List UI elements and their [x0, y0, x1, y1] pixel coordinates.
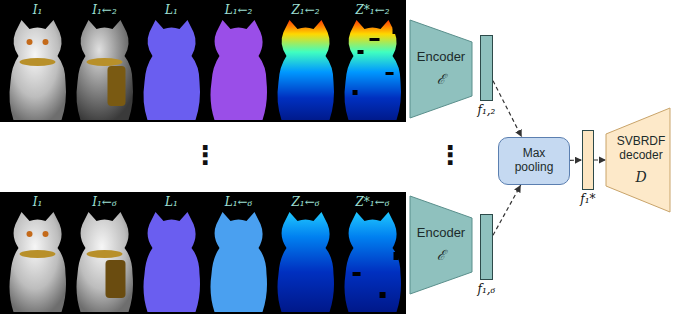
vector-label: f₁* [580, 192, 595, 206]
image-label: I₁←₂ [92, 3, 116, 17]
image-label: Z₁←₂ [291, 3, 319, 17]
encoder-trapezoid [410, 20, 472, 118]
image-label: L₁←₂ [225, 3, 253, 17]
encoder-block: Encoderℰ [410, 196, 472, 294]
image-label: L₁ [165, 195, 178, 209]
image-label: Z₁←₆ [291, 195, 319, 209]
node-body: SVBRDF decoderD [606, 108, 670, 212]
pooling-box: Max pooling [498, 137, 570, 185]
image-label: L₁ [165, 3, 178, 17]
dashed-arrow [493, 81, 522, 137]
dashed-arrow [594, 159, 606, 160]
symbol-label: ℰ [437, 247, 445, 263]
dashed-arrow [493, 185, 521, 235]
image-label: I₁←₆ [92, 195, 116, 209]
image-label: Z*₁←₆ [355, 195, 389, 209]
image-label: L₁←₆ [225, 195, 253, 209]
vector-label: f₁,₂ [478, 103, 496, 117]
node-body: Encoderℰ [410, 20, 472, 118]
node-body: Max pooling [499, 138, 569, 184]
dashed-arrow [570, 160, 582, 161]
symbol-label: D [635, 169, 646, 185]
block-label: SVBRDF decoder [613, 135, 669, 163]
image-label: Z*₁←₂ [355, 3, 389, 17]
encoder-trapezoid [410, 196, 472, 294]
block-label: Encoder [417, 226, 465, 241]
vector-label: f₁,₆ [478, 282, 496, 296]
ellipsis-mark: ⋮ [192, 140, 218, 170]
block-label: Encoder [417, 50, 465, 65]
block-label: Max pooling [504, 147, 564, 175]
feature-vector: f₁* [582, 130, 594, 190]
image-label: I₁ [33, 3, 43, 17]
feature-vector: f₁,₆ [480, 214, 493, 280]
symbol-label: ℰ [437, 71, 445, 87]
node-body: Encoderℰ [410, 196, 472, 294]
decoder-block: SVBRDF decoderD [606, 108, 670, 212]
ellipsis-mark: ⋮ [437, 140, 463, 170]
encoder-block: Encoderℰ [410, 20, 472, 118]
feature-vector: f₁,₂ [480, 35, 493, 101]
image-label: I₁ [33, 195, 43, 209]
